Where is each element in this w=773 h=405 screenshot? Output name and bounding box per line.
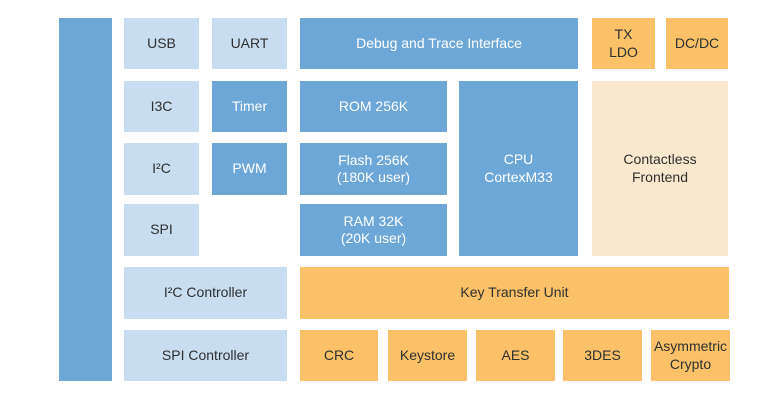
bus-bar [59, 18, 112, 381]
block-cpu-cortexm33: CPU CortexM33 [459, 81, 578, 256]
block-timer: Timer [212, 81, 287, 132]
block-debug-trace-interface: Debug and Trace Interface [300, 18, 578, 69]
block-contactless-frontend: Contactless Frontend [592, 81, 728, 256]
block-spi-controller: SPI Controller [124, 330, 287, 381]
block-uart: UART [212, 18, 287, 69]
block-usb: USB [124, 18, 199, 69]
block-tx-ldo: TX LDO [592, 18, 655, 69]
block-pwm: PWM [212, 143, 287, 195]
block-keystore: Keystore [388, 330, 467, 381]
block-asymmetric-crypto: Asymmetric Crypto [651, 330, 730, 381]
block-ram: RAM 32K (20K user) [300, 204, 447, 256]
block-dcdc: DC/DC [666, 18, 728, 69]
block-flash: Flash 256K (180K user) [300, 143, 447, 195]
block-i2c: I²C [124, 143, 199, 195]
block-rom: ROM 256K [300, 81, 447, 132]
block-aes: AES [476, 330, 555, 381]
block-i3c: I3C [124, 81, 199, 132]
block-spi: SPI [124, 204, 199, 256]
block-key-transfer-unit: Key Transfer Unit [300, 267, 729, 319]
block-3des: 3DES [563, 330, 642, 381]
block-crc: CRC [300, 330, 378, 381]
block-i2c-controller: I²C Controller [124, 267, 287, 319]
